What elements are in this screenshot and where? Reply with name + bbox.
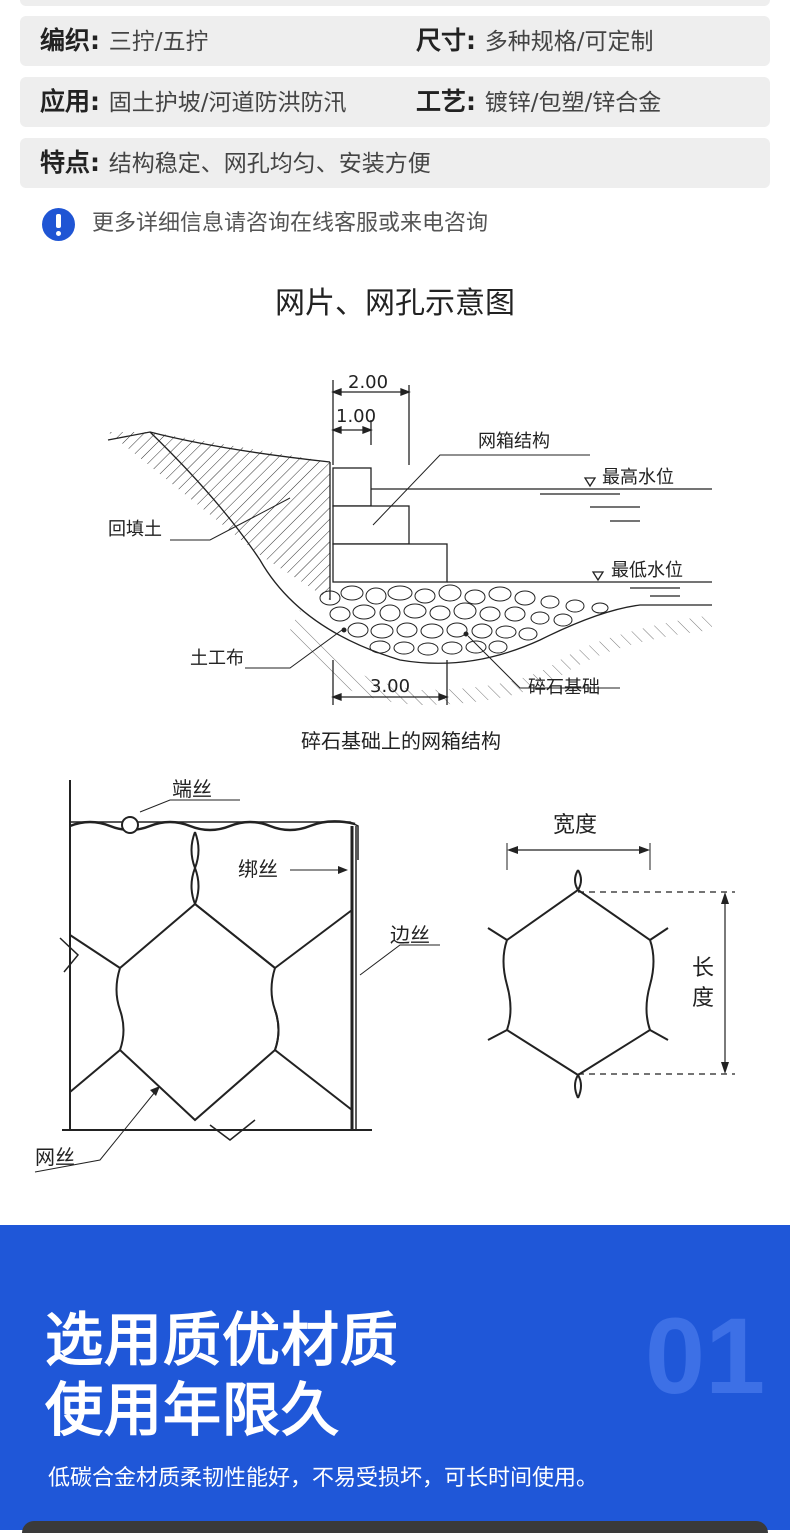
end-wire-label: 端丝 — [172, 777, 212, 801]
mesh-hole-labels: 宽度 长 度 — [553, 813, 714, 1011]
mesh-wire-label: 网丝 — [35, 1145, 75, 1169]
dim-mid-label: 1.00 — [336, 406, 376, 427]
dim-top-label: 2.00 — [348, 372, 388, 393]
spec-application: 应用: 固土护坡/河道防洪防汛 — [40, 87, 347, 116]
banner-number: 01 — [645, 1295, 766, 1416]
cross-section-caption: 碎石基础上的网箱结构 — [301, 729, 501, 753]
geotextile-label: 土工布 — [190, 648, 244, 669]
gravel-label: 碎石基础 — [528, 677, 600, 698]
top-divider — [20, 0, 770, 6]
edge-wire-label: 边丝 — [390, 923, 430, 947]
banner-description: 低碳合金材质柔韧性能好，不易受损坏，可长时间使用。 — [48, 1466, 599, 1491]
feature-banner: 选用质优材质 使用年限久 01 低碳合金材质柔韧性能好，不易受损坏，可长时间使用… — [0, 1225, 790, 1533]
spec-process: 工艺: 镀锌/包塑/锌合金 — [416, 87, 662, 116]
mesh-hole-diagram — [487, 843, 735, 1099]
spec-size: 尺寸: 多种规格/可定制 — [416, 26, 654, 55]
spec-row-weave: 编织: 三拧/五拧 尺寸: 多种规格/可定制 — [20, 16, 770, 66]
cross-section-labels: 2.00 1.00 3.00 网箱结构 最高水位 最低水位 回填土 土工布 碎石… — [108, 372, 683, 753]
width-label: 宽度 — [553, 813, 597, 838]
gravel-foundation — [319, 584, 609, 656]
backfill-label: 回填土 — [108, 519, 162, 540]
spec-row-features: 特点: 结构稳定、网孔均匀、安装方便 — [20, 138, 770, 188]
dim-bottom-label: 3.00 — [370, 676, 410, 697]
gabion-label: 网箱结构 — [478, 431, 550, 452]
product-photo-edge — [22, 1521, 768, 1533]
mesh-panel-labels: 端丝 绑丝 边丝 网丝 — [35, 777, 430, 1169]
banner-headline-2: 使用年限久 — [45, 1376, 341, 1444]
spec-weave: 编织: 三拧/五拧 — [40, 26, 209, 55]
length-label-1: 长 — [692, 956, 714, 981]
length-label-2: 度 — [692, 986, 714, 1011]
spec-features: 特点: 结构稳定、网孔均匀、安装方便 — [40, 148, 431, 177]
tie-wire-label: 绑丝 — [238, 857, 278, 881]
cross-section-diagram — [107, 380, 712, 705]
diagram-title: 网片、网孔示意图 — [275, 286, 515, 321]
gabion-diagrams: 2.00 1.00 3.00 网箱结构 最高水位 最低水位 回填土 土工布 碎石… — [34, 372, 735, 1173]
spec-row-application: 应用: 固土护坡/河道防洪防汛 工艺: 镀锌/包塑/锌合金 — [20, 77, 770, 127]
banner-headline-1: 选用质优材质 — [45, 1306, 400, 1374]
exclamation-icon — [42, 208, 75, 241]
high-water-label: 最高水位 — [602, 467, 674, 488]
mesh-panel-diagram — [34, 780, 440, 1173]
low-water-label: 最低水位 — [611, 560, 683, 581]
